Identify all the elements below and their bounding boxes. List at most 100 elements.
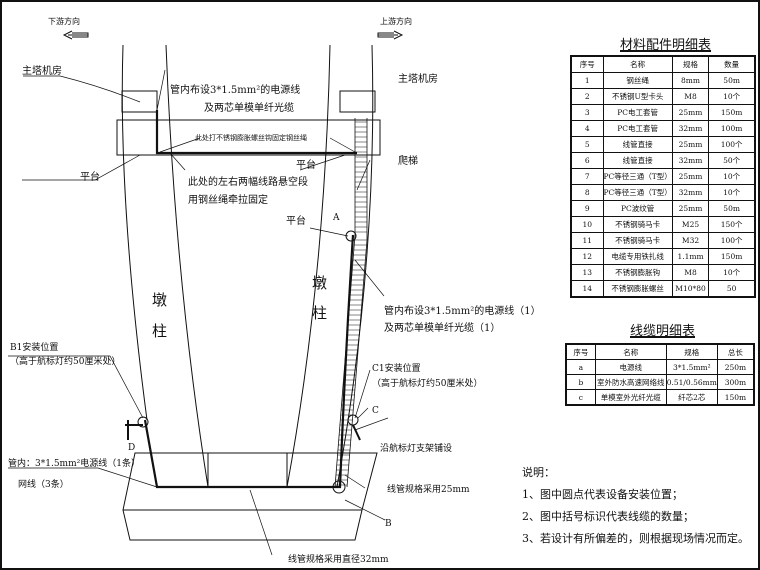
table-cell: 150m bbox=[716, 389, 755, 406]
marker-a: A bbox=[332, 213, 340, 223]
right-pillar bbox=[286, 44, 374, 488]
table-cell: M8 bbox=[671, 264, 710, 281]
device-b bbox=[332, 480, 346, 494]
ladder bbox=[334, 118, 368, 488]
col-header: 规格 bbox=[671, 55, 710, 73]
table-cell: 线管直接 bbox=[602, 152, 673, 169]
arrow-left-icon bbox=[62, 30, 89, 40]
table-cell: PC电工套管 bbox=[602, 104, 673, 121]
table-cell: 10个 bbox=[708, 184, 756, 201]
tower-room-right bbox=[339, 90, 376, 113]
col-header: 名称 bbox=[594, 343, 667, 360]
pipe-note-top-2: 及两芯单模单纤光缆 bbox=[204, 101, 294, 114]
col-header: 数量 bbox=[708, 55, 756, 73]
table-cell: 10 bbox=[570, 216, 604, 233]
table-cell: 3*1.5mm² bbox=[665, 359, 718, 375]
table-cell: 电源线 bbox=[594, 359, 667, 375]
c1-position: C1安装位置 bbox=[372, 362, 421, 374]
table-cell: 7 bbox=[570, 168, 604, 185]
arrow-right-icon bbox=[377, 30, 404, 40]
table-cell: 不锈钢骑马卡 bbox=[602, 232, 673, 249]
leader-lines bbox=[8, 69, 389, 556]
table-cell: 32mm bbox=[671, 184, 710, 201]
table-cell: 不锈钢U型卡头 bbox=[602, 88, 673, 105]
table-cell: 12 bbox=[570, 248, 604, 265]
table-cell: PC电工套管 bbox=[602, 120, 673, 137]
table-cell: 不锈钢膨胀钩 bbox=[602, 264, 673, 281]
b1-height: （高于航标灯约50厘米处） bbox=[10, 355, 120, 367]
table-cell: 1.1mm bbox=[671, 248, 710, 265]
materials-table-title: 材料配件明细表 bbox=[620, 38, 712, 53]
cross-beam bbox=[116, 119, 381, 156]
col-header: 规格 bbox=[665, 343, 718, 360]
table-cell: a bbox=[565, 359, 596, 375]
table-cell: M10*80 bbox=[671, 280, 710, 298]
table-cell: 2 bbox=[570, 88, 604, 105]
table-cell: 单模室外光纤光缆 bbox=[594, 389, 667, 406]
table-cell: 10个 bbox=[708, 168, 756, 185]
table-cell: 100个 bbox=[708, 136, 756, 153]
table-cell: 25mm bbox=[671, 200, 710, 217]
table-cell: 150个 bbox=[708, 216, 756, 233]
table-cell: 250m bbox=[716, 359, 755, 375]
table-cell: 14 bbox=[570, 280, 604, 298]
table-cell: 13 bbox=[570, 264, 604, 281]
table-cell: PC等径三通（T型） bbox=[602, 168, 673, 185]
table-cell: 3 bbox=[570, 104, 604, 121]
table-cell: 100个 bbox=[708, 232, 756, 249]
table-cell: 纤芯2芯 bbox=[665, 389, 718, 406]
notes: 说明： 1、图中圆点代表设备安装位置； 2、图中括号标识代表线缆的数量； 3、若… bbox=[522, 462, 749, 550]
notes-title: 说明： bbox=[522, 466, 555, 479]
table-cell: 4 bbox=[570, 120, 604, 137]
table-cell: 50 bbox=[708, 280, 756, 298]
b1-position: B1安装位置 bbox=[10, 341, 58, 353]
table-cell: 8 bbox=[570, 184, 604, 201]
col-header: 总长 bbox=[716, 343, 755, 360]
marker-b: B bbox=[385, 519, 392, 529]
pipe-32-note: 线管规格采用直径32mm bbox=[288, 553, 389, 565]
table-cell: 0.51/0.56mm bbox=[665, 374, 718, 390]
table-cell: 100m bbox=[708, 120, 756, 137]
table-cell: 线管直接 bbox=[602, 136, 673, 153]
pipe-25-note: 线管规格采用25mm bbox=[387, 483, 470, 495]
label-ladder: 爬梯 bbox=[398, 154, 418, 167]
table-cell: 50m bbox=[708, 200, 756, 217]
table-cell: 9 bbox=[570, 200, 604, 217]
col-header: 序号 bbox=[570, 55, 604, 73]
note-item: 1、图中圆点代表设备安装位置； bbox=[522, 488, 683, 501]
direction-upstream: 上游方向 bbox=[380, 16, 412, 26]
pipe-inside-note-2: 网线（3条） bbox=[18, 478, 69, 490]
label-platform-3: 平台 bbox=[286, 214, 306, 227]
pipe-note-right-1: 管内布设3*1.5mm²的电源线（1） bbox=[384, 304, 541, 317]
table-cell: 25mm bbox=[671, 136, 710, 153]
device-b1 bbox=[137, 416, 149, 428]
label-platform-2: 平台 bbox=[296, 158, 316, 171]
table-cell: 32mm bbox=[671, 152, 710, 169]
table-cell: M25 bbox=[671, 216, 710, 233]
device-a bbox=[345, 230, 357, 242]
pier-base bbox=[122, 452, 378, 541]
table-cell: 11 bbox=[570, 232, 604, 249]
navigation-light-left bbox=[125, 420, 143, 440]
table-cell: 不锈钢膨胀螺丝 bbox=[602, 280, 673, 298]
table-cell: 8mm bbox=[671, 72, 710, 89]
table-cell: 25mm bbox=[671, 104, 710, 121]
col-header: 序号 bbox=[565, 343, 596, 360]
pier-left-2: 柱 bbox=[152, 322, 167, 340]
table-cell: 150m bbox=[708, 104, 756, 121]
table-cell: 300m bbox=[716, 374, 755, 390]
